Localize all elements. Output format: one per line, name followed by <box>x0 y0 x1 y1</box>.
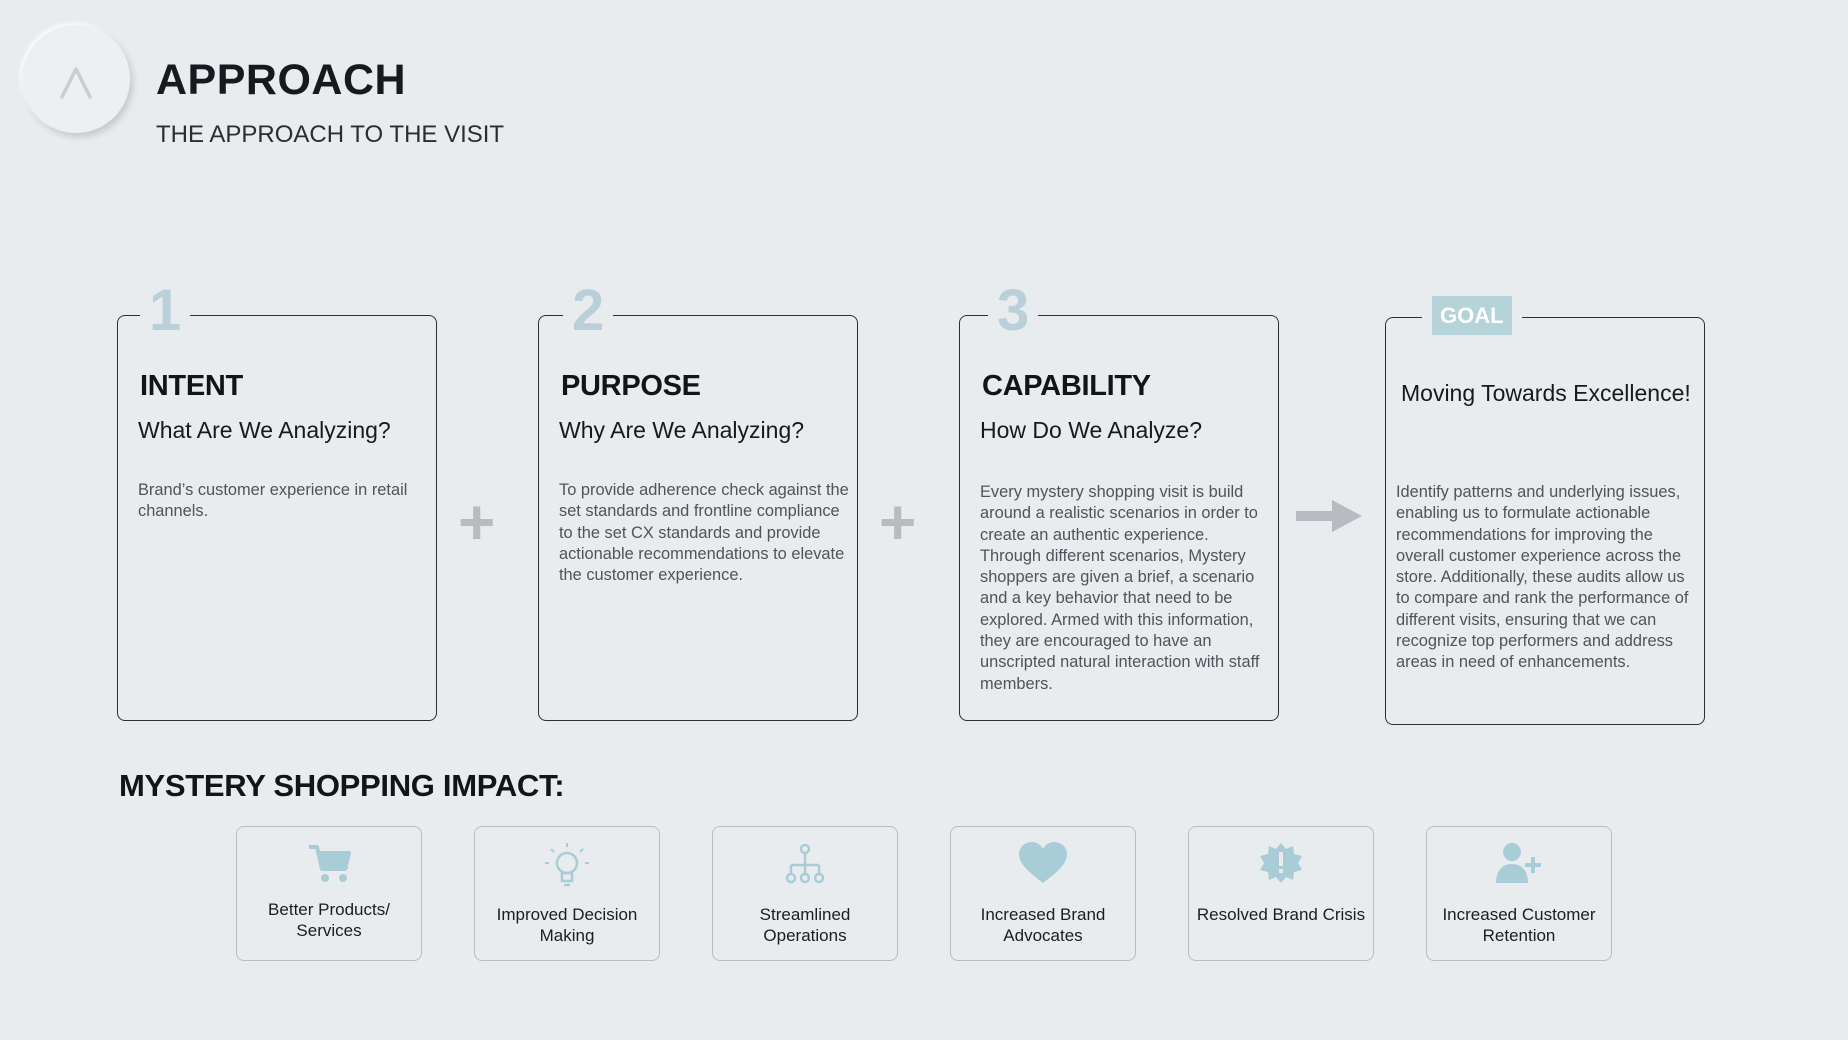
cart-icon <box>309 845 351 882</box>
card-body: Every mystery shopping visit is build ar… <box>980 483 1260 693</box>
card-goal: GOAL Moving Towards Excellence! Identify… <box>1385 286 1705 725</box>
goal-title: Moving Towards Excellence! <box>1401 380 1691 406</box>
tile-label: Streamlined Operations <box>759 905 851 945</box>
card-body: Brand’s customer experience in retail ch… <box>138 481 408 521</box>
lightbulb-icon <box>545 843 589 887</box>
card-label: PURPOSE <box>561 370 701 402</box>
impact-tile-customer-retention: Increased Customer Retention <box>1426 826 1612 961</box>
page-title: APPROACH <box>156 56 407 104</box>
tile-label: Resolved Brand Crisis <box>1196 905 1366 924</box>
card-capability: 3 CAPABILITY How Do We Analyze? Every my… <box>959 282 1279 721</box>
tile-label: Better Products/ Services <box>268 900 390 940</box>
card-number: 3 <box>988 282 1039 340</box>
card-intent: 1 INTENT What Are We Analyzing? Brand’s … <box>117 282 437 721</box>
tile-label: Improved Decision Making <box>496 905 638 945</box>
goal-body: Identify patterns and underlying issues,… <box>1396 483 1689 672</box>
card-purpose: 2 PURPOSE Why Are We Analyzing? To provi… <box>538 282 858 721</box>
impact-heading: MYSTERY SHOPPING IMPACT: <box>119 768 565 803</box>
card-label: CAPABILITY <box>982 370 1151 402</box>
impact-tile-brand-crisis: Resolved Brand Crisis <box>1188 826 1374 961</box>
card-question: What Are We Analyzing? <box>138 417 391 443</box>
card-label: INTENT <box>140 370 243 402</box>
impact-tile-streamlined-operations: Streamlined Operations <box>712 826 898 961</box>
arrow-right-icon <box>1296 500 1362 532</box>
plus-icon: + <box>458 486 496 558</box>
add-user-icon <box>1496 843 1541 883</box>
heart-icon <box>1019 842 1067 883</box>
logo-mark-icon <box>60 67 92 99</box>
impact-tile-better-products: Better Products/ Services <box>236 826 422 961</box>
card-question: How Do We Analyze? <box>980 417 1203 443</box>
impact-tile-brand-advocates: Increased Brand Advocates <box>950 826 1136 961</box>
page-subtitle: THE APPROACH TO THE VISIT <box>156 121 505 148</box>
tile-label: Increased Customer Retention <box>1442 905 1596 945</box>
card-body: To provide adherence check against the s… <box>559 481 849 585</box>
card-number: 2 <box>563 282 614 340</box>
goal-badge: GOAL <box>1422 286 1522 345</box>
impact-tile-decision-making: Improved Decision Making <box>474 826 660 961</box>
card-number: 1 <box>140 282 191 340</box>
alert-badge-icon <box>1260 843 1302 883</box>
plus-icon: + <box>879 486 917 558</box>
tile-label: Increased Brand Advocates <box>980 905 1106 945</box>
hierarchy-icon <box>785 843 825 884</box>
card-question: Why Are We Analyzing? <box>559 417 805 443</box>
brand-logo <box>22 25 130 133</box>
